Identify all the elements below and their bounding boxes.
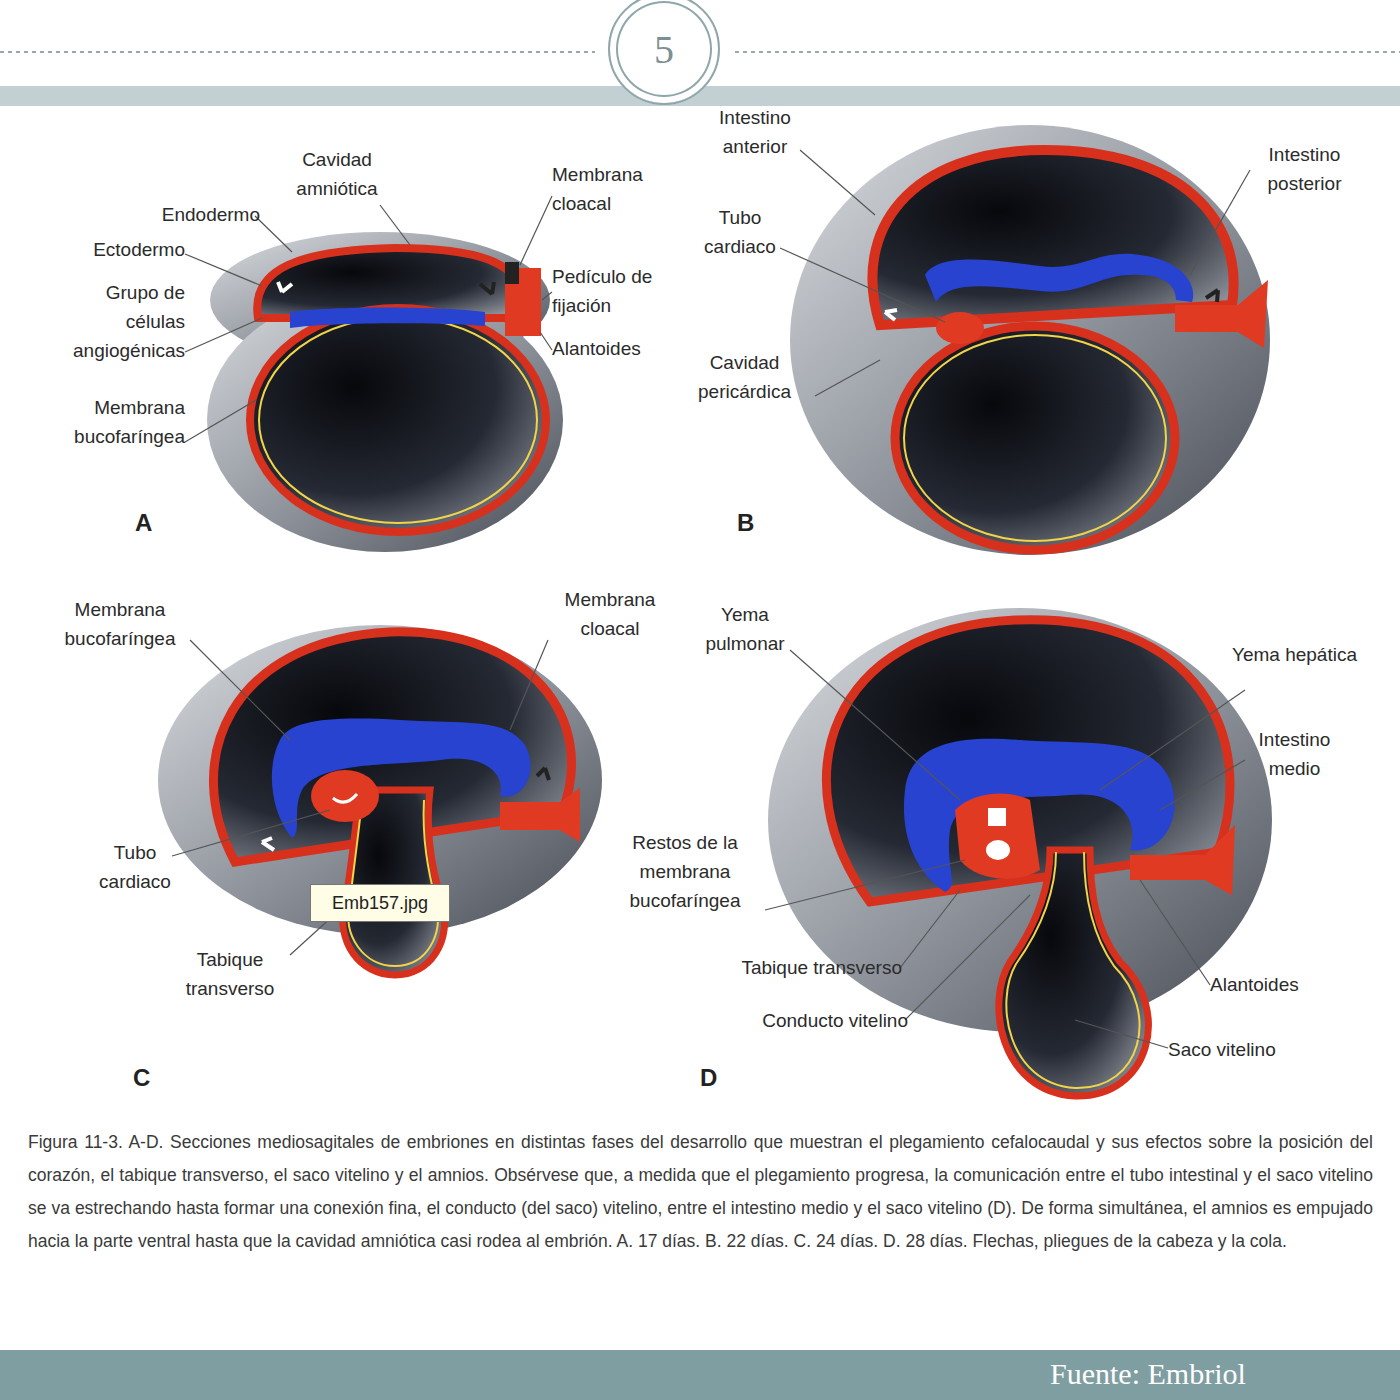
panel-letter: A <box>135 508 175 537</box>
part-label: Membrana bucofaríngea <box>40 595 200 653</box>
part-label: Membrana cloacal <box>535 585 685 643</box>
part-label: Tabique transverso <box>620 953 902 982</box>
part-label: Pedículo de fijación <box>552 262 692 320</box>
part-label: Endodermo <box>100 200 260 229</box>
part-label: Grupo de células angiogénicas <box>45 278 185 365</box>
part-label: Tabique transverso <box>160 945 300 1003</box>
panel-letter: B <box>737 508 777 537</box>
part-label: Tubo cardiaco <box>80 838 190 896</box>
part-label: Cavidad amniótica <box>262 145 412 203</box>
part-label: Tubo cardiaco <box>685 203 795 261</box>
part-label: Yema pulmonar <box>685 600 805 658</box>
panel-b-drawing <box>790 125 1270 555</box>
part-label: Membrana cloacal <box>552 160 692 218</box>
part-label: Restos de la membrana bucofaríngea <box>590 828 780 915</box>
part-label: Saco vitelino <box>1168 1035 1338 1064</box>
part-label: Ectodermo <box>25 235 185 264</box>
panel-letter: D <box>700 1063 740 1092</box>
file-tooltip-box: Emb157.jpg <box>310 884 450 922</box>
part-label: Intestino medio <box>1232 725 1357 783</box>
panel-a-drawing <box>207 232 563 552</box>
source-note: Fuente: Embriol <box>1050 1354 1400 1394</box>
part-label: Cavidad pericárdica <box>672 348 817 406</box>
panel-c-drawing <box>158 625 602 975</box>
page-number: 5 <box>654 26 674 73</box>
part-label: Alantoides <box>552 334 692 363</box>
part-label: Alantoides <box>1210 970 1360 999</box>
part-label: Conducto vitelino <box>640 1006 908 1035</box>
file-name: Emb157.jpg <box>332 893 428 914</box>
part-label: Intestino anterior <box>695 103 815 161</box>
part-label: Membrana bucofaríngea <box>45 393 185 451</box>
leader-lines <box>172 150 1250 1048</box>
figure-caption: Figura 11-3. A-D. Secciones mediosagital… <box>28 1126 1373 1258</box>
panel-letter: C <box>133 1063 173 1092</box>
part-label: Yema hepática <box>1232 640 1357 669</box>
part-label: Intestino posterior <box>1242 140 1367 198</box>
